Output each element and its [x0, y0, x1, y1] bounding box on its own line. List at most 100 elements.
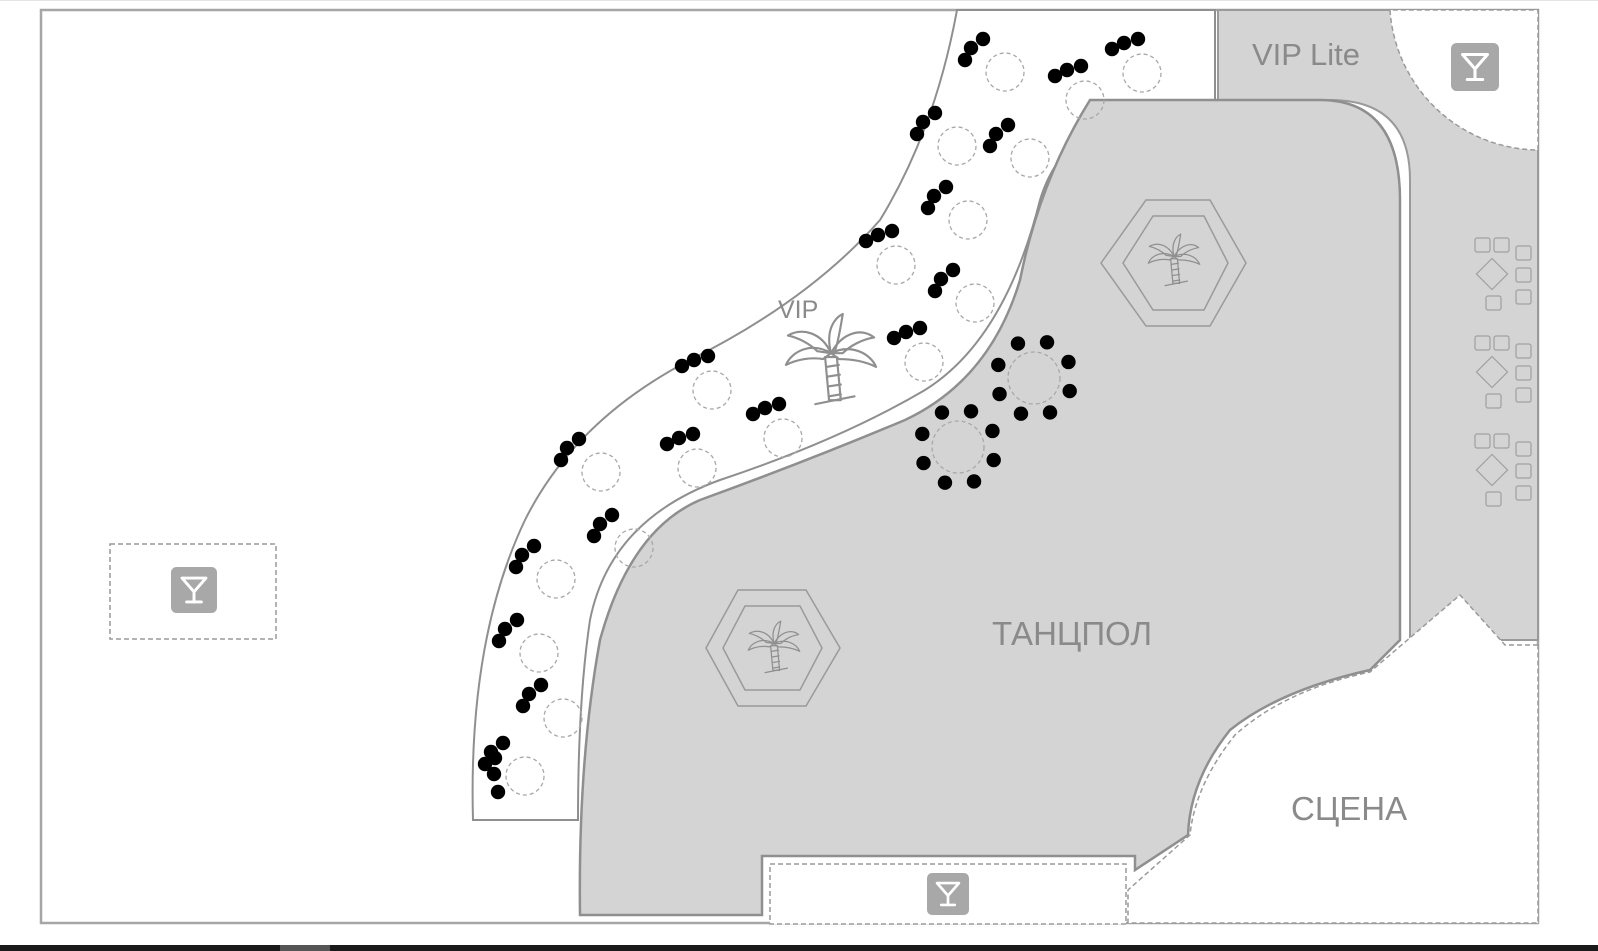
seat-square[interactable] — [1515, 441, 1532, 457]
table-outline[interactable] — [536, 559, 576, 599]
seat-dot[interactable] — [912, 320, 928, 336]
seat-dot[interactable] — [553, 452, 569, 468]
seat-dot[interactable] — [898, 324, 914, 340]
seat-square[interactable] — [1485, 295, 1502, 311]
table-outline[interactable] — [614, 528, 654, 568]
seat-square[interactable] — [1493, 237, 1510, 253]
seat-dot[interactable] — [674, 358, 690, 374]
seat-dot[interactable] — [926, 188, 942, 204]
table-outline[interactable] — [1065, 80, 1105, 120]
seat-dot[interactable] — [490, 784, 506, 800]
seat-dot[interactable] — [938, 179, 954, 195]
seat-dot[interactable] — [592, 516, 608, 532]
dancefloor-table[interactable] — [915, 404, 1001, 490]
table-diamond[interactable] — [1475, 355, 1509, 389]
seat-dot[interactable] — [495, 735, 511, 751]
seat-square[interactable] — [1515, 267, 1532, 283]
seat-dot[interactable] — [991, 357, 1006, 373]
table-outline[interactable] — [937, 126, 977, 166]
seat-square[interactable] — [1474, 237, 1491, 253]
seat-dot[interactable] — [963, 404, 979, 419]
seat-dot[interactable] — [870, 227, 886, 243]
seat-dot[interactable] — [916, 455, 931, 471]
table-outline[interactable] — [677, 448, 717, 488]
seat-dot[interactable] — [526, 538, 542, 554]
vip-table[interactable] — [1047, 58, 1105, 120]
vip-table[interactable] — [927, 262, 995, 323]
seat-dot[interactable] — [957, 52, 973, 68]
vip-table[interactable] — [553, 431, 621, 492]
seat-dot[interactable] — [884, 223, 900, 239]
vip-table[interactable] — [586, 507, 654, 568]
seat-dot[interactable] — [571, 431, 587, 447]
cocktail-icon[interactable] — [1450, 43, 1500, 91]
seat-dot[interactable] — [1047, 68, 1063, 84]
seat-dot[interactable] — [604, 507, 620, 523]
seat-dot[interactable] — [491, 633, 507, 649]
vip-lite-table[interactable] — [1474, 335, 1532, 409]
seat-square[interactable] — [1493, 335, 1510, 351]
cocktail-icon[interactable] — [169, 567, 219, 613]
vip-table[interactable] — [486, 750, 506, 800]
seat-dot[interactable] — [963, 40, 979, 56]
table-outline[interactable] — [1007, 351, 1061, 405]
table-diamond[interactable] — [1475, 257, 1509, 291]
seat-dot[interactable] — [533, 677, 549, 693]
seat-dot[interactable] — [1013, 406, 1029, 421]
seat-dot[interactable] — [937, 475, 953, 490]
seat-square[interactable] — [1485, 491, 1502, 507]
seat-dot[interactable] — [1073, 58, 1089, 74]
table-outline[interactable] — [1122, 53, 1162, 93]
vip-table[interactable] — [491, 612, 559, 673]
seat-dot[interactable] — [685, 426, 701, 442]
horizontal-scrollbar[interactable] — [0, 945, 1598, 951]
seat-square[interactable] — [1515, 463, 1532, 479]
vip-lite-table[interactable] — [1474, 237, 1532, 311]
seat-dot[interactable] — [1010, 336, 1026, 351]
seat-square[interactable] — [1515, 343, 1532, 359]
cocktail-icon[interactable] — [925, 873, 971, 915]
table-outline[interactable] — [763, 418, 803, 458]
seat-dot[interactable] — [586, 528, 602, 544]
seat-dot[interactable] — [920, 200, 936, 216]
seat-square[interactable] — [1474, 433, 1491, 449]
seat-dot[interactable] — [966, 474, 982, 489]
seat-dot[interactable] — [1039, 335, 1055, 350]
seat-dot[interactable] — [757, 400, 773, 416]
seat-dot[interactable] — [985, 423, 1000, 439]
seat-dot[interactable] — [982, 138, 998, 154]
vip-table[interactable] — [909, 105, 977, 166]
vip-table[interactable] — [674, 348, 732, 410]
seat-square[interactable] — [1515, 365, 1532, 381]
table-outline[interactable] — [985, 52, 1025, 92]
seat-dot[interactable] — [745, 406, 761, 422]
table-outline[interactable] — [505, 756, 545, 796]
seat-dot[interactable] — [858, 233, 874, 249]
seat-dot[interactable] — [1116, 35, 1132, 51]
seat-dot[interactable] — [975, 31, 991, 47]
seat-dot[interactable] — [1042, 405, 1058, 420]
vip-table[interactable] — [957, 31, 1025, 92]
table-outline[interactable] — [955, 283, 995, 323]
table-outline[interactable] — [1010, 138, 1050, 178]
seat-dot[interactable] — [515, 698, 531, 714]
seat-dot[interactable] — [933, 271, 949, 287]
seat-dot[interactable] — [992, 386, 1007, 402]
seat-square[interactable] — [1515, 245, 1532, 261]
seat-dot[interactable] — [1062, 383, 1077, 399]
seat-dot[interactable] — [1061, 354, 1076, 370]
seat-square[interactable] — [1515, 485, 1532, 501]
table-outline[interactable] — [876, 245, 916, 285]
table-outline[interactable] — [543, 698, 583, 738]
seat-dot[interactable] — [927, 105, 943, 121]
seat-dot[interactable] — [886, 330, 902, 346]
table-outline[interactable] — [519, 633, 559, 673]
seat-square[interactable] — [1485, 393, 1502, 409]
vip-table[interactable] — [508, 538, 576, 599]
table-diamond[interactable] — [1475, 453, 1509, 487]
scrollbar-thumb[interactable] — [280, 945, 330, 951]
seat-dot[interactable] — [521, 686, 537, 702]
seat-dot[interactable] — [1059, 62, 1075, 78]
vip-table[interactable] — [1104, 31, 1162, 93]
table-outline[interactable] — [931, 420, 985, 474]
